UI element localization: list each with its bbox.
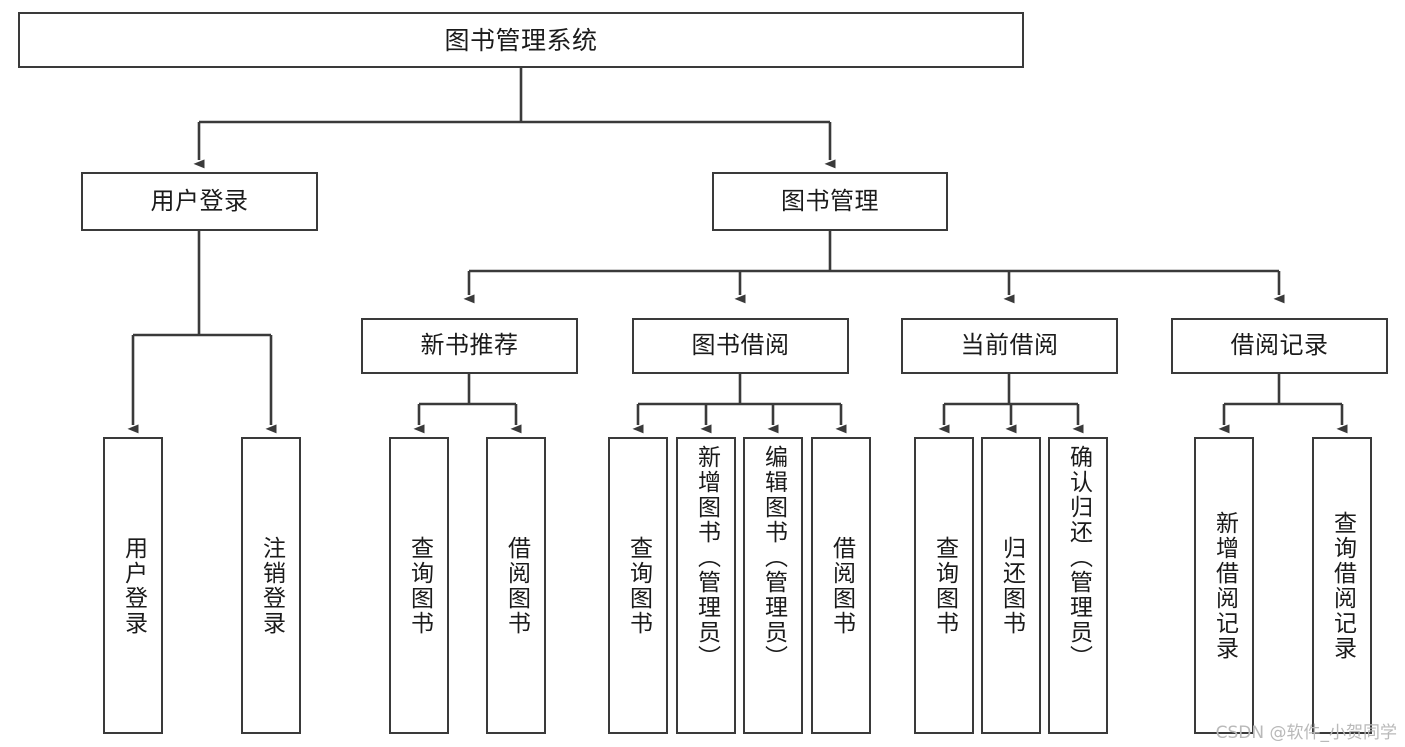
node-borrow-record-label: 借阅记录 <box>1230 331 1329 360</box>
node-root-label: 图书管理系统 <box>444 25 598 55</box>
node-leaf-query-record-label: 查询借阅记录 <box>1329 510 1356 661</box>
csdn-watermark: CSDN @软件_小贺同学 <box>1215 723 1397 743</box>
node-leaf-logout-label: 注销登录 <box>258 535 285 636</box>
node-leaf-return-book-label: 归还图书 <box>998 535 1025 636</box>
node-leaf-edit-book[interactable]: 编辑图书（管理员） <box>743 437 803 734</box>
node-leaf-confirm-return-label: 确认归还（管理员） <box>1065 445 1092 670</box>
node-borrow-record[interactable]: 借阅记录 <box>1171 318 1388 374</box>
node-root[interactable]: 图书管理系统 <box>18 12 1024 68</box>
node-current-borrow[interactable]: 当前借阅 <box>901 318 1118 374</box>
node-leaf-query-book-2-label: 查询图书 <box>625 535 652 636</box>
node-leaf-query-book-3-label: 查询图书 <box>931 535 958 636</box>
node-leaf-borrow-book-2[interactable]: 借阅图书 <box>811 437 871 734</box>
node-leaf-borrow-book-2-label: 借阅图书 <box>828 535 855 636</box>
node-leaf-borrow-book-1[interactable]: 借阅图书 <box>486 437 546 734</box>
node-leaf-borrow-book-1-label: 借阅图书 <box>503 535 530 636</box>
node-leaf-add-record-label: 新增借阅记录 <box>1211 510 1238 661</box>
node-leaf-user-login-label: 用户登录 <box>120 535 147 636</box>
node-book-borrow[interactable]: 图书借阅 <box>632 318 849 374</box>
node-leaf-add-book-label: 新增图书（管理员） <box>693 445 720 670</box>
node-leaf-return-book[interactable]: 归还图书 <box>981 437 1041 734</box>
node-book-manage[interactable]: 图书管理 <box>712 172 948 231</box>
node-user-login-label: 用户登录 <box>150 186 249 215</box>
node-leaf-edit-book-label: 编辑图书（管理员） <box>760 445 787 670</box>
node-current-borrow-label: 当前借阅 <box>960 331 1059 360</box>
node-book-borrow-label: 图书借阅 <box>691 331 790 360</box>
node-leaf-query-record[interactable]: 查询借阅记录 <box>1312 437 1372 734</box>
node-book-manage-label: 图书管理 <box>781 186 879 215</box>
node-leaf-query-book-1-label: 查询图书 <box>406 535 433 636</box>
node-leaf-add-record[interactable]: 新增借阅记录 <box>1194 437 1254 734</box>
node-leaf-query-book-3[interactable]: 查询图书 <box>914 437 974 734</box>
node-leaf-query-book-1[interactable]: 查询图书 <box>389 437 449 734</box>
node-leaf-user-login[interactable]: 用户登录 <box>103 437 163 734</box>
node-new-book-rec-label: 新书推荐 <box>420 331 519 360</box>
node-user-login[interactable]: 用户登录 <box>81 172 318 231</box>
node-new-book-rec[interactable]: 新书推荐 <box>361 318 578 374</box>
node-leaf-logout[interactable]: 注销登录 <box>241 437 301 734</box>
node-leaf-confirm-return[interactable]: 确认归还（管理员） <box>1048 437 1108 734</box>
node-leaf-add-book[interactable]: 新增图书（管理员） <box>676 437 736 734</box>
node-leaf-query-book-2[interactable]: 查询图书 <box>608 437 668 734</box>
